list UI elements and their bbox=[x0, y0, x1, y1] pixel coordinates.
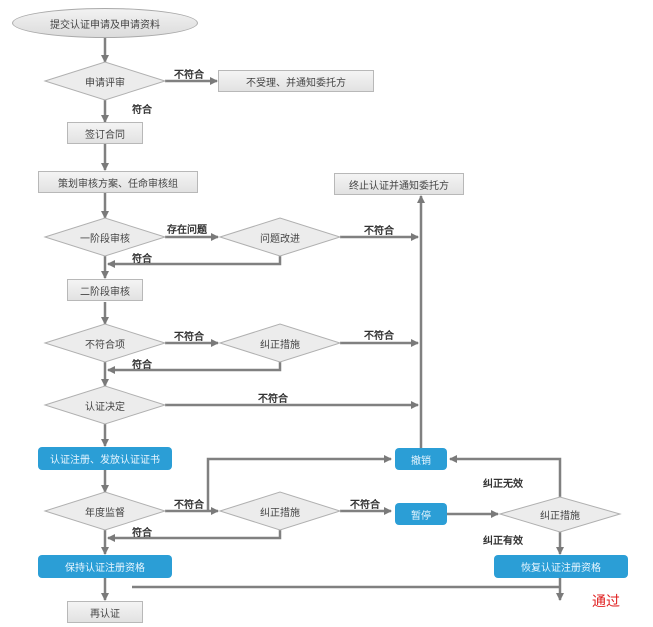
improve-decision: 问题改进 bbox=[260, 233, 300, 245]
label-review-fail: 不符合 bbox=[174, 70, 204, 81]
terminate-node: 终止认证并通知委托方 bbox=[334, 173, 464, 195]
reject-node: 不受理、并通知委托方 bbox=[218, 70, 374, 92]
diamond-decision bbox=[43, 385, 167, 425]
pass-note: 通过 bbox=[592, 594, 620, 610]
arrow-corrective3-invalid bbox=[449, 455, 562, 497]
corrective3-decision: 纠正措施 bbox=[540, 510, 580, 522]
label-stage1-pass: 符合 bbox=[132, 254, 152, 265]
arrow-improve-pass bbox=[107, 256, 282, 268]
register-node: 认证注册、发放认证证书 bbox=[38, 447, 172, 470]
label-corr2-fail: 不符合 bbox=[350, 500, 380, 511]
contract-node: 签订合同 bbox=[67, 122, 143, 144]
label-annual-fail: 不符合 bbox=[174, 500, 204, 511]
diamond-annual bbox=[43, 491, 167, 531]
arrow-annual-revoke bbox=[206, 455, 392, 511]
label-decision-fail: 不符合 bbox=[258, 394, 288, 405]
label-nc-pass: 符合 bbox=[132, 360, 152, 371]
decision-node: 认证决定 bbox=[85, 401, 125, 413]
diamond-corrective3 bbox=[498, 496, 622, 533]
stage1-decision: 一阶段审核 bbox=[80, 233, 130, 245]
label-corr1-fail: 不符合 bbox=[364, 331, 394, 342]
keep-node: 保持认证注册资格 bbox=[38, 555, 172, 578]
nc-decision: 不符合项 bbox=[85, 339, 125, 351]
label-stage1-issue: 存在问题 bbox=[167, 225, 207, 236]
diamond-stage1 bbox=[43, 217, 167, 257]
label-correction-valid: 纠正有效 bbox=[483, 536, 523, 547]
diamond-review bbox=[43, 61, 167, 101]
restore-node: 恢复认证注册资格 bbox=[494, 555, 628, 578]
arrow-corrective1-pass bbox=[107, 362, 282, 374]
annual-decision: 年度监督 bbox=[85, 507, 125, 519]
corrective2-decision: 纠正措施 bbox=[260, 507, 300, 519]
arrow-corrective2-pass bbox=[107, 530, 282, 542]
diamond-improve bbox=[218, 217, 342, 257]
corrective1-decision: 纠正措施 bbox=[260, 339, 300, 351]
review-decision: 申请评审 bbox=[85, 77, 125, 89]
diamond-nc bbox=[43, 323, 167, 363]
label-annual-pass: 符合 bbox=[132, 528, 152, 539]
label-nc-fail: 不符合 bbox=[174, 332, 204, 343]
label-review-pass: 符合 bbox=[132, 105, 152, 116]
recert-node: 再认证 bbox=[67, 601, 143, 623]
diamond-corrective1 bbox=[218, 323, 342, 363]
revoke-node: 撤销 bbox=[395, 448, 447, 470]
plan-node: 策划审核方案、任命审核组 bbox=[38, 171, 198, 193]
start-node: 提交认证申请及申请资料 bbox=[12, 8, 198, 38]
label-correction-invalid: 纠正无效 bbox=[483, 479, 523, 490]
diamond-corrective2 bbox=[218, 491, 342, 531]
stage2-node: 二阶段审核 bbox=[67, 279, 143, 301]
suspend-node: 暂停 bbox=[395, 503, 447, 525]
label-improve-fail: 不符合 bbox=[364, 226, 394, 237]
